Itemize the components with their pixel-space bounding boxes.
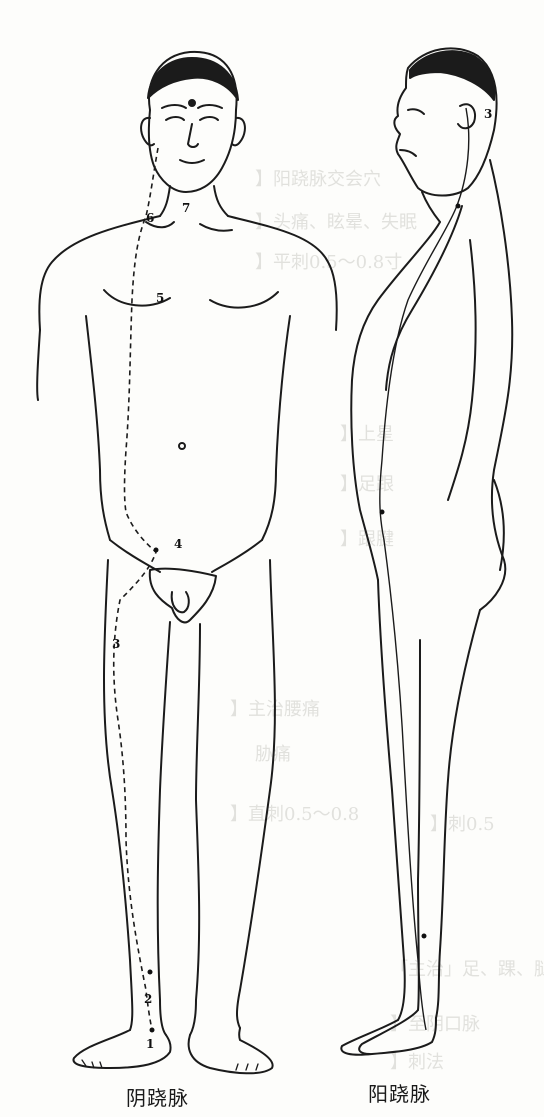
front-groin-right — [212, 540, 262, 572]
point-label-5: 5 — [156, 291, 164, 305]
front-forehead-dot — [189, 100, 195, 106]
side-leg-mid — [418, 640, 420, 1010]
side-point-label-3: 3 — [484, 107, 492, 121]
front-genitals — [150, 569, 216, 623]
side-point-labels: 3 — [484, 107, 492, 121]
front-mouth — [180, 160, 204, 163]
acupoint-dot — [456, 204, 461, 209]
front-right-foot — [189, 1028, 273, 1073]
front-right-shoulder-arm — [228, 216, 337, 330]
side-arm-outer — [386, 206, 462, 390]
front-point-labels: 7 6 5 4 3 2 1 — [112, 201, 190, 1051]
front-neck-left — [160, 186, 170, 216]
yinqiao-meridian-path — [114, 148, 158, 1030]
point-label-1: 1 — [146, 1037, 154, 1051]
front-right-eye — [200, 117, 218, 120]
yangqiao-meridian-path — [380, 108, 469, 1030]
point-label-3: 3 — [112, 637, 120, 651]
side-back — [480, 160, 512, 610]
bleed-line: 「主治」足、踝、腿疼、膝上 — [390, 959, 544, 980]
front-groin-left — [110, 540, 160, 572]
bleed-line: 】直刺0.5～0.8 — [230, 804, 359, 825]
front-right-leg-outer — [237, 560, 275, 1028]
bleed-line: 】上星 — [340, 424, 394, 445]
side-buttock — [494, 480, 504, 570]
front-left-foot — [73, 1030, 170, 1068]
front-left-leg-outer — [104, 560, 132, 1030]
side-leg-front — [378, 580, 405, 1020]
front-right-clavicle — [200, 224, 232, 231]
front-left-shoulder-arm — [39, 216, 160, 330]
caption-yangqiao: 阳跷脉 — [368, 1078, 431, 1107]
front-nose — [188, 124, 198, 147]
front-left-leg-inner — [158, 622, 170, 1035]
front-right-brow — [198, 105, 222, 108]
front-right-pec — [210, 292, 278, 308]
side-ear — [458, 104, 475, 128]
acupoint-dot — [154, 548, 159, 553]
front-left-arm-inner — [37, 330, 40, 400]
front-left-brow — [162, 105, 186, 108]
acupoint-dot — [422, 934, 427, 939]
side-figure — [341, 48, 512, 1054]
front-torso-left — [86, 316, 110, 540]
acupoint-dot — [148, 970, 153, 975]
front-right-toes — [236, 1064, 258, 1070]
side-chest-front — [351, 222, 440, 580]
side-mouth — [400, 150, 416, 156]
front-torso-right — [262, 316, 290, 540]
front-neck-right — [214, 186, 228, 216]
side-neck-front — [422, 192, 440, 222]
side-arm-inner — [448, 240, 476, 500]
bleed-line: 】刺0.5 — [430, 814, 495, 835]
front-genitals-inner — [172, 592, 189, 612]
front-right-leg-inner — [190, 624, 200, 1035]
bleed-through-text: 】阳跷脉交会穴 】头痛、眩晕、失眠 】平刺0.5～0.8寸 】上星 】足跟 】跟… — [230, 169, 544, 1073]
side-eye — [408, 109, 424, 114]
bleed-line: 】阳跷脉交会穴 — [255, 169, 381, 190]
point-label-6: 6 — [146, 211, 154, 225]
acupoint-dot — [150, 1028, 155, 1033]
front-point-dots — [148, 548, 159, 1033]
front-left-eye — [166, 117, 184, 120]
front-left-ear — [141, 118, 154, 145]
point-label-7: 7 — [182, 201, 190, 215]
point-label-4: 4 — [174, 537, 182, 551]
point-label-2: 2 — [144, 992, 152, 1006]
front-navel — [179, 443, 185, 449]
acupoint-dot — [380, 510, 385, 515]
bleed-line: 】刺法 — [390, 1052, 444, 1073]
bleed-line: 】足跟 — [340, 474, 394, 495]
caption-yinqiao: 阴跷脉 — [126, 1082, 189, 1111]
